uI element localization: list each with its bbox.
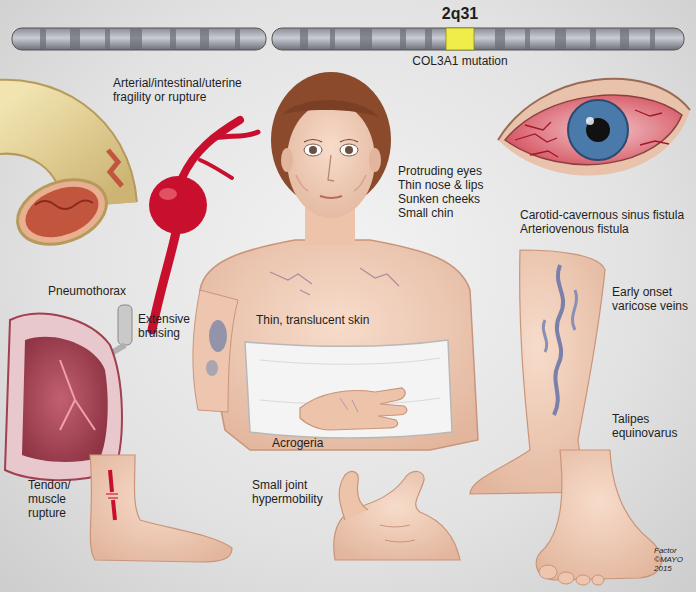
feature-label: Thin nose & lips [398,178,518,192]
gene-label: COL3A1 mutation [400,54,520,68]
feature-label: Carotid-cavernous sinus fistula [520,208,692,222]
hand-hypermobility [334,471,460,560]
feature-label: Tendon/ muscle rupture [28,478,82,520]
feature-label: Pneumothorax [48,284,138,298]
feature-label: Small chin [398,206,518,220]
feature-label: Acrogeria [272,436,352,450]
chromosome [12,28,684,50]
credit-signature: Factor ©MAYO 2015 [654,546,692,573]
intestine [0,117,122,256]
eye [498,79,690,176]
feature-label: Talipes equinovarus [612,412,692,440]
feature-label: Sunken cheeks [398,192,518,206]
feature-label: Early onset varicose veins [612,285,690,313]
feature-label: Arteriovenous fistula [520,222,692,236]
feature-label: Extensive bruising [138,312,200,340]
feature-label: Thin, translucent skin [256,313,406,327]
band-label: 2q31 [430,4,490,23]
foot-tendon [90,455,232,562]
lung [5,305,132,480]
feature-label: Small joint hypermobility [252,478,336,506]
clubfoot [536,450,661,585]
woman-figure [193,72,478,450]
feature-label: Protruding eyes [398,164,518,178]
feature-label: Arterial/intestinal/uterine fragility or… [113,76,283,104]
